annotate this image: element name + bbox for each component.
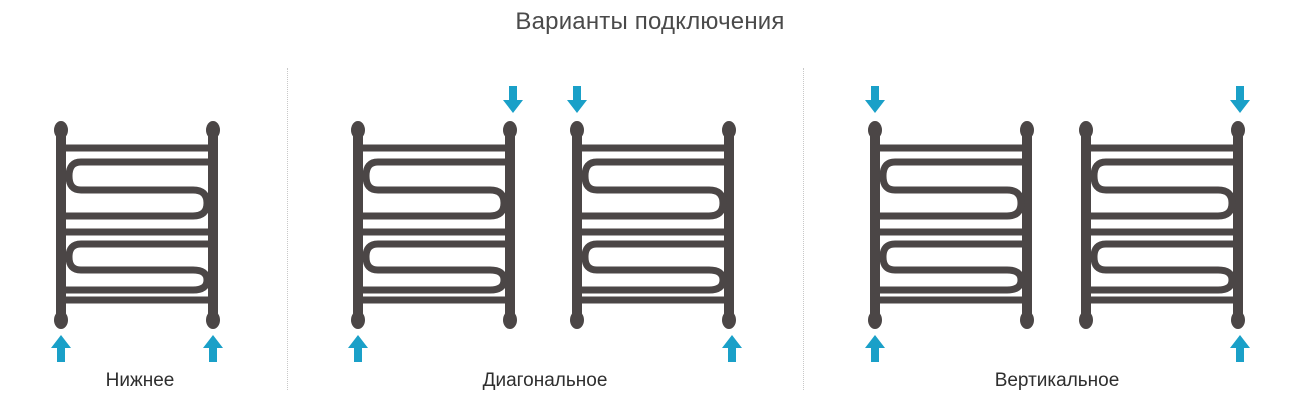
arrow-up-icon	[1230, 335, 1250, 362]
towel-rail-diagonal-2	[570, 121, 736, 329]
arrow-down-icon	[503, 86, 523, 113]
arrow-down-icon	[567, 86, 587, 113]
arrow-up-icon	[722, 335, 742, 362]
group-label-diagonal: Диагональное	[482, 370, 608, 391]
page-title: Варианты подключения	[515, 8, 785, 35]
arrow-down-icon	[865, 86, 885, 113]
towel-rail-vertical-1	[868, 121, 1034, 329]
group-divider-2	[803, 68, 804, 390]
group-label-bottom: Нижнее	[105, 370, 175, 391]
towel-rail-bottom	[54, 121, 220, 329]
towel-rail-diagonal-1	[351, 121, 517, 329]
arrow-up-icon	[203, 335, 223, 362]
towel-rail-vertical-2	[1079, 121, 1245, 329]
arrow-up-icon	[348, 335, 368, 362]
arrow-down-icon	[1230, 86, 1250, 113]
arrow-up-icon	[865, 335, 885, 362]
group-label-vertical: Вертикальное	[994, 370, 1120, 391]
group-divider-1	[287, 68, 288, 390]
arrow-up-icon	[51, 335, 71, 362]
